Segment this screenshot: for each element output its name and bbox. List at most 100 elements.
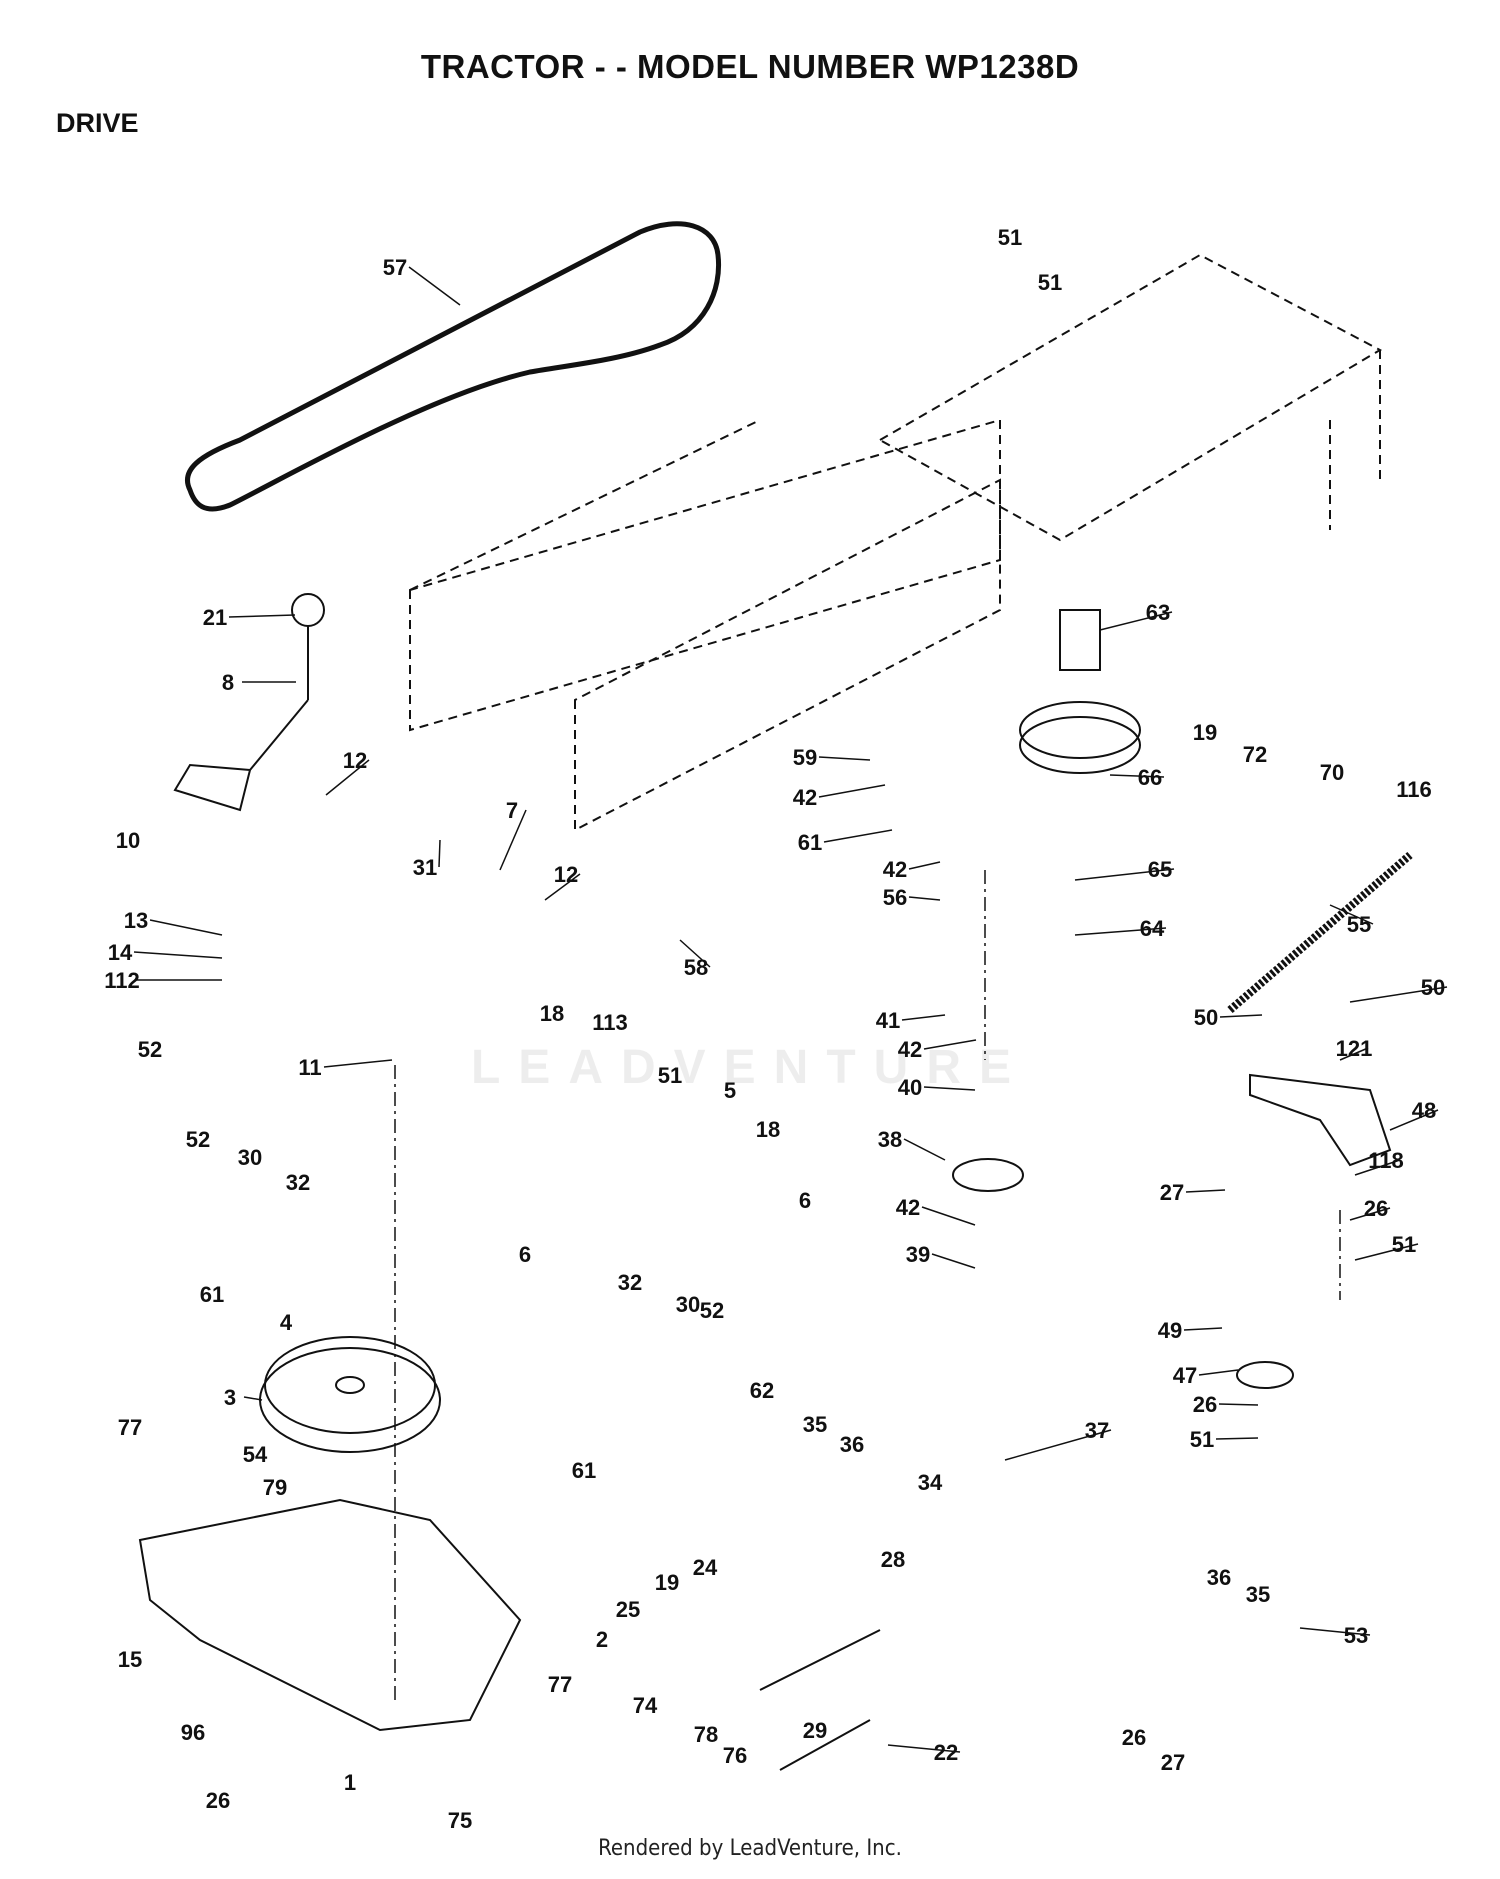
part-callout-36: 36 (1207, 1565, 1231, 1590)
part-callout-57: 57 (383, 255, 407, 280)
leader-line (499, 809, 527, 871)
part-callout-21: 21 (203, 605, 227, 630)
part-callout-51: 51 (658, 1063, 682, 1088)
part-callout-12: 12 (343, 748, 367, 773)
part-callout-50: 50 (1194, 1005, 1218, 1030)
leader-line (887, 1744, 961, 1753)
part-callout-39: 39 (906, 1242, 930, 1267)
leader-line (923, 1086, 976, 1091)
leader-line (408, 266, 461, 306)
leader-line (1198, 1369, 1239, 1376)
shift-lever (173, 593, 325, 812)
idler-arm (1249, 1073, 1392, 1167)
part-callout-72: 72 (1243, 742, 1267, 767)
part-callout-61: 61 (200, 1282, 224, 1307)
leader-line (1218, 1403, 1259, 1406)
part-callout-27: 27 (1160, 1180, 1184, 1205)
part-callout-8: 8 (222, 670, 234, 695)
part-callout-118: 118 (1368, 1148, 1404, 1173)
part-callout-30: 30 (676, 1292, 700, 1317)
section-title: DRIVE (56, 108, 139, 138)
part-callout-13: 13 (124, 908, 148, 933)
part-callout-75: 75 (448, 1808, 472, 1833)
leader-line (1349, 1207, 1391, 1221)
part-callout-6: 6 (799, 1188, 811, 1213)
part-callout-51: 51 (1392, 1232, 1416, 1257)
part-callout-113: 113 (592, 1010, 628, 1035)
part-callout-32: 32 (286, 1170, 310, 1195)
leader-line (818, 784, 886, 798)
part-callout-61: 61 (798, 830, 822, 855)
part-callout-22: 22 (934, 1740, 958, 1765)
drive-belt (185, 221, 722, 512)
part-callout-28: 28 (881, 1547, 905, 1572)
part-callout-41: 41 (876, 1008, 900, 1033)
leader-line (1109, 774, 1165, 778)
part-callout-51: 51 (1038, 270, 1062, 295)
part-callout-42: 42 (793, 785, 817, 810)
part-callout-42: 42 (883, 857, 907, 882)
part-callout-25: 25 (616, 1597, 640, 1622)
clutch-shaft (759, 1629, 881, 1771)
leader-line (1183, 1327, 1223, 1331)
leader-line (544, 873, 581, 901)
part-callout-42: 42 (898, 1037, 922, 1062)
leader-line (228, 614, 296, 618)
leader-line (908, 896, 941, 901)
part-callout-26: 26 (1122, 1725, 1146, 1750)
part-callout-18: 18 (756, 1117, 780, 1142)
leader-line (1185, 1189, 1226, 1193)
part-callout-48: 48 (1412, 1098, 1436, 1123)
part-callout-76: 76 (723, 1743, 747, 1768)
leader-line (149, 919, 223, 936)
leader-line (438, 839, 441, 868)
part-callout-5: 5 (724, 1078, 736, 1103)
leader-line (921, 1206, 976, 1226)
part-callout-14: 14 (108, 940, 133, 965)
part-callout-18: 18 (540, 1001, 564, 1026)
part-callout-54: 54 (243, 1442, 268, 1467)
leader-line (931, 1253, 976, 1269)
transaxle (138, 1498, 522, 1732)
part-callout-47: 47 (1173, 1363, 1197, 1388)
part-callout-55: 55 (1347, 912, 1371, 937)
leader-line (903, 1138, 946, 1161)
part-callout-50: 50 (1421, 975, 1445, 1000)
part-callout-53: 53 (1344, 1623, 1368, 1648)
frame-outline (409, 253, 1383, 832)
part-callout-6: 6 (519, 1242, 531, 1267)
leader-line (679, 939, 711, 968)
part-callout-26: 26 (1193, 1392, 1217, 1417)
part-callout-74: 74 (633, 1693, 658, 1718)
part-callout-96: 96 (181, 1720, 205, 1745)
part-callout-58: 58 (684, 955, 708, 980)
leader-line (1299, 1627, 1371, 1636)
leader-line (1329, 904, 1374, 925)
part-callout-70: 70 (1320, 760, 1344, 785)
part-callout-1: 1 (344, 1770, 356, 1795)
part-callout-52: 52 (700, 1298, 724, 1323)
leader-line (1099, 611, 1173, 631)
part-callout-49: 49 (1158, 1318, 1182, 1343)
leader-line (243, 1396, 263, 1401)
leader-line (133, 951, 223, 959)
leader-line (325, 759, 370, 796)
leader-line (1349, 986, 1448, 1003)
part-callout-31: 31 (413, 855, 437, 880)
part-callout-3: 3 (224, 1385, 236, 1410)
part-callout-66: 66 (1138, 765, 1162, 790)
leader-line (1074, 927, 1167, 936)
part-callout-26: 26 (206, 1788, 230, 1813)
leader-line (1004, 1429, 1112, 1461)
part-callout-62: 62 (750, 1378, 774, 1403)
watermark: LEADVENTURE (470, 1041, 1030, 1094)
tension-spring (1227, 851, 1413, 1014)
leader-line (1215, 1437, 1259, 1440)
part-callout-12: 12 (554, 862, 578, 887)
engine-pulley (1019, 609, 1141, 774)
footer-credit: Rendered by LeadVenture, Inc. (598, 1836, 902, 1861)
leader-line (818, 756, 871, 761)
leader-line (1074, 868, 1175, 881)
part-callout-52: 52 (186, 1127, 210, 1152)
